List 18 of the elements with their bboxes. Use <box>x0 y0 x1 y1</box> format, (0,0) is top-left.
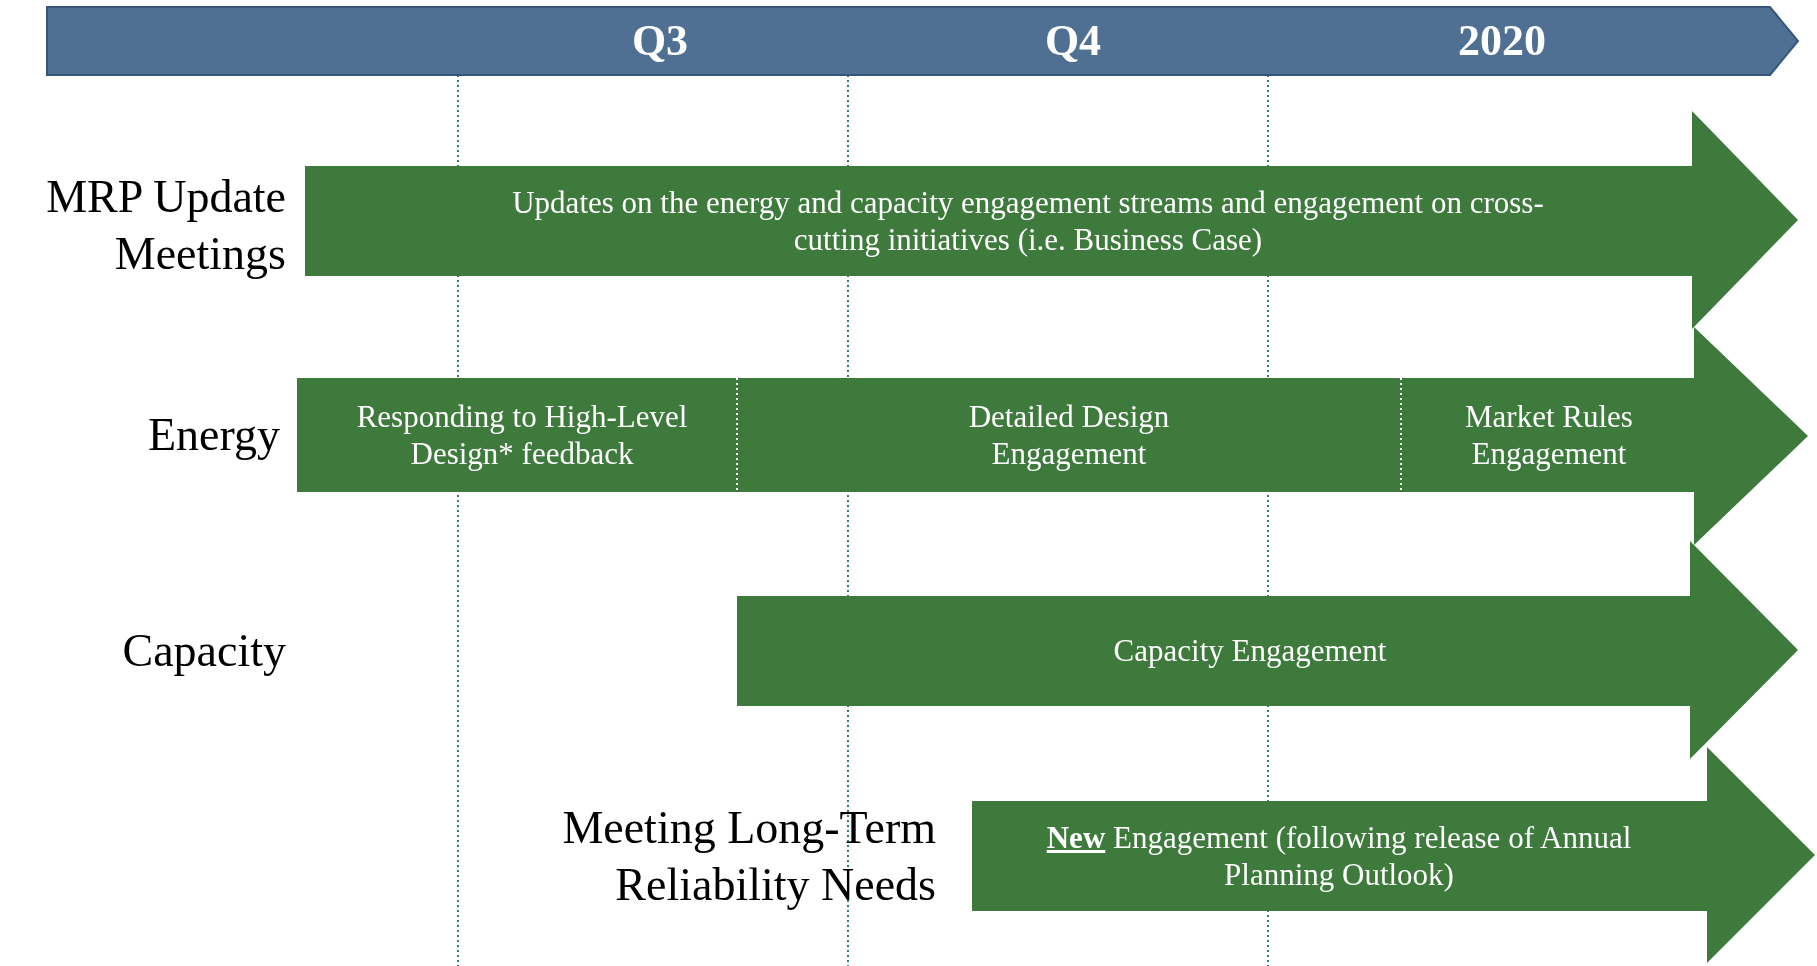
engagement-text: Market Rules Engagement <box>1464 397 1634 473</box>
period-label: Q3 <box>631 14 689 67</box>
period-label: 2020 <box>1458 14 1546 67</box>
row-label: Energy <box>148 408 280 463</box>
row-label: Meeting Long-Term Reliability Needs <box>561 800 936 912</box>
row-label: Capacity <box>122 624 286 679</box>
row-label: MRP Update Meetings <box>45 169 286 281</box>
engagement-text: New Engagement (following release of Annual Planning Outlook) <box>1045 818 1633 894</box>
engagement-text: Detailed Design Engagement <box>967 397 1171 473</box>
activity-band <box>972 747 1815 963</box>
activity-band <box>305 111 1798 329</box>
engagement-text: Capacity Engagement <box>1113 632 1387 670</box>
timeline-banner <box>47 7 1798 75</box>
activity-band <box>297 327 1808 545</box>
engagement-text: Updates on the energy and capacity engagement streams and engagement on cross-cutting initiatives (i.e. Business Case) <box>511 183 1545 259</box>
period-label: Q4 <box>1044 14 1102 67</box>
activity-band <box>737 541 1798 759</box>
engagement-text: Responding to High-Level Design* feedback <box>355 397 689 473</box>
